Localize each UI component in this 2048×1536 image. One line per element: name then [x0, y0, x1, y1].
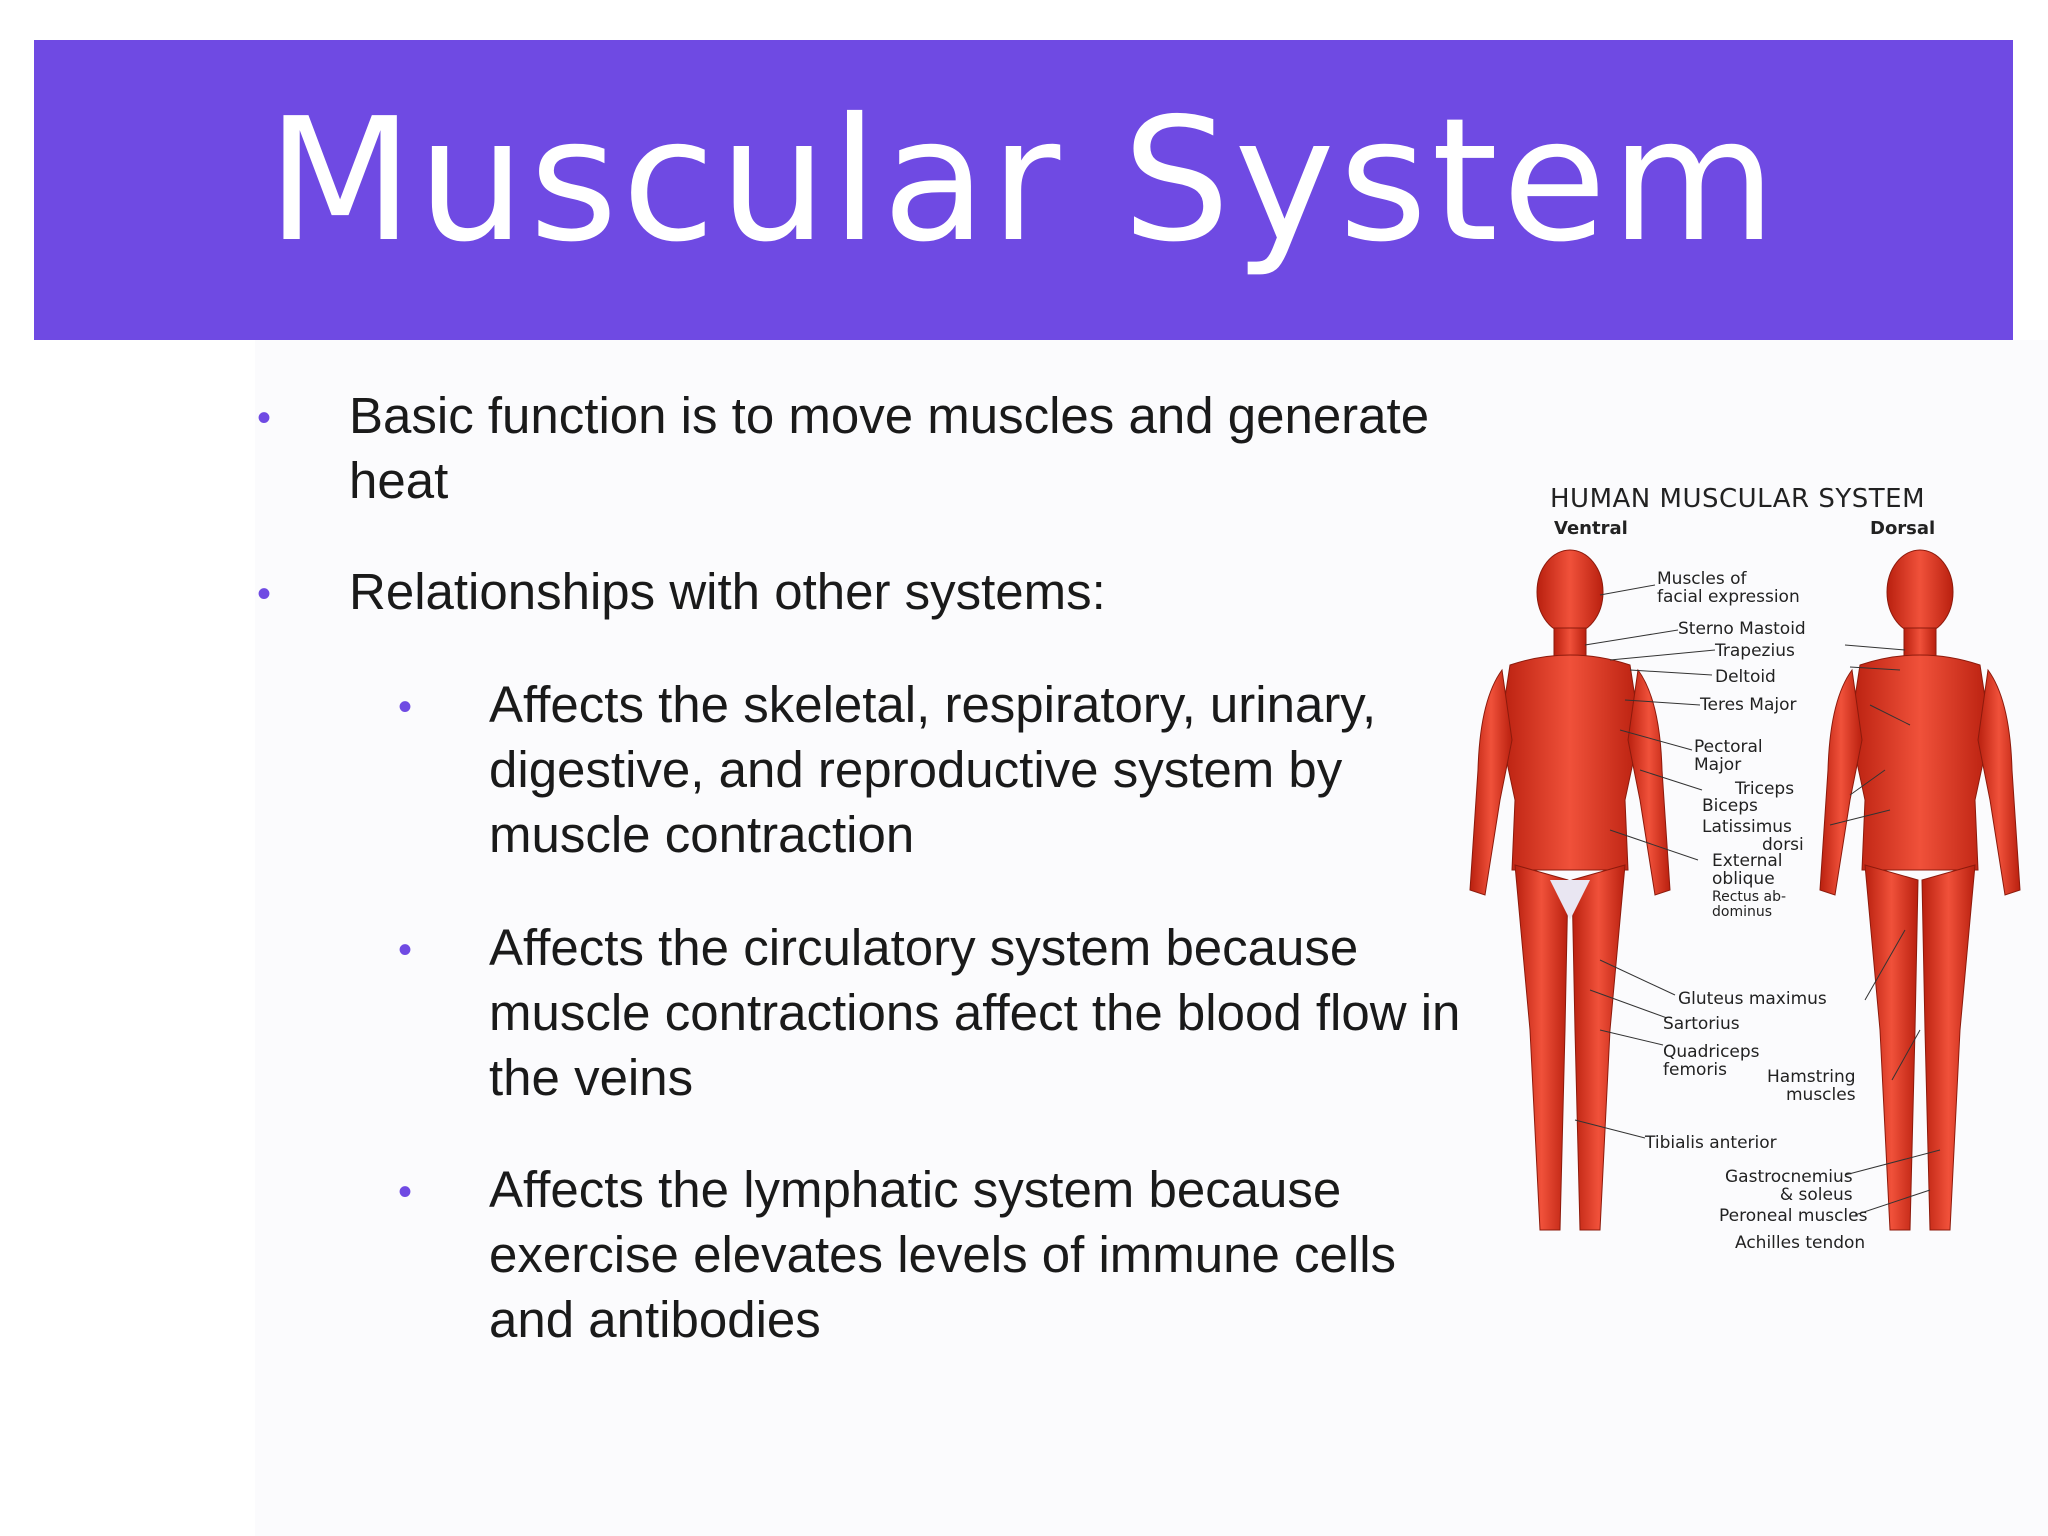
ventral-figure [1469, 549, 1671, 1231]
label-teres-major: Teres Major [1700, 695, 1797, 715]
bullet-line: the veins [489, 1049, 694, 1106]
ventral-label: Ventral [1554, 518, 1628, 539]
human-figures-illustration [1469, 549, 2021, 1231]
label-achilles: Achilles tendon [1735, 1233, 1866, 1253]
label-sartorius: Sartorius [1663, 1014, 1740, 1034]
bullet-line: and antibodies [489, 1291, 821, 1348]
label-deltoid: Deltoid [1715, 667, 1776, 687]
sub-bullet-item: Affects the skeletal, respiratory, urina… [489, 672, 1649, 867]
dorsal-label: Dorsal [1870, 518, 1936, 539]
content-background [255, 340, 2048, 1536]
label-gastrocnemius: Gastrocnemius& soleus [1725, 1167, 1853, 1205]
bullet-line: Affects the lymphatic system because [489, 1161, 1342, 1218]
bullet-line: heat [349, 452, 449, 509]
label-sterno-mastoid: Sterno Mastoid [1678, 619, 1806, 639]
bullet-item: Relationships with other systems: [349, 559, 1509, 624]
bullet-dot: • [257, 572, 272, 616]
bullet-line: Basic function is to move muscles and ge… [349, 387, 1430, 444]
sub-bullet-item: Affects the lymphatic system because exe… [489, 1157, 1649, 1352]
label-rectus-abdominus: Rectus ab-dominus [1712, 889, 1787, 920]
bullet-line: muscle contractions affect the blood flo… [489, 984, 1461, 1041]
label-biceps: Biceps [1702, 796, 1758, 816]
bullet-line: Affects the circulatory system because [489, 919, 1359, 976]
sub-bullet-dot: • [398, 1170, 413, 1214]
bullet-line: Affects the skeletal, respiratory, urina… [489, 676, 1377, 733]
bullet-line: Relationships with other systems: [349, 563, 1106, 620]
slide-title: Muscular System [266, 82, 1781, 280]
bullet-line: exercise elevates levels of immune cells [489, 1226, 1397, 1283]
label-peroneal: Peroneal muscles [1719, 1206, 1868, 1226]
label-trapezius: Trapezius [1715, 641, 1795, 661]
title-banner: Muscular System [34, 40, 2013, 340]
sub-bullet-item: Affects the circulatory system because m… [489, 915, 1649, 1110]
sub-bullet-dot: • [398, 928, 413, 972]
muscular-system-diagram: HUMAN MUSCULAR SYSTEM Ventral Dorsal [1450, 470, 2030, 1290]
diagram-title: HUMAN MUSCULAR SYSTEM [1550, 484, 1925, 514]
bullet-item: Basic function is to move muscles and ge… [349, 383, 1509, 513]
label-tibialis-anterior: Tibialis anterior [1645, 1133, 1777, 1153]
bullet-line: muscle contraction [489, 806, 915, 863]
sub-bullet-dot: • [398, 685, 413, 729]
bullet-line: digestive, and reproductive system by [489, 741, 1343, 798]
label-triceps: Triceps [1735, 779, 1795, 799]
label-gluteus-maximus: Gluteus maximus [1678, 989, 1827, 1009]
bullet-dot: • [257, 396, 272, 440]
dorsal-figure [1819, 549, 2021, 1231]
